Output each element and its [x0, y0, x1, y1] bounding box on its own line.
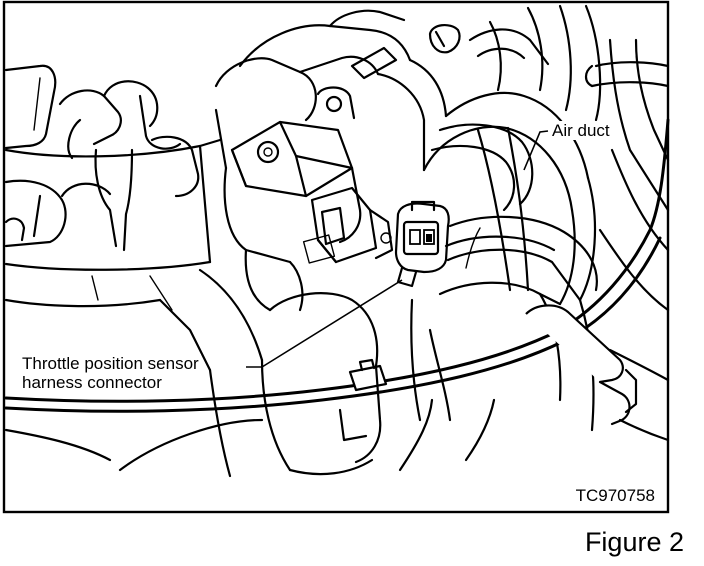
air-duct-leader — [523, 130, 549, 171]
throttle-position-sensor-label: Throttle position sensor harness connect… — [20, 354, 201, 392]
air-duct — [410, 4, 670, 442]
wire-harness — [4, 118, 670, 426]
tps-harness-connector — [394, 200, 450, 288]
throttle-body — [214, 9, 461, 312]
intake-manifold — [4, 292, 496, 478]
ignition-coil-pack — [4, 64, 264, 372]
tps-label-line1: Throttle position sensor — [22, 354, 199, 373]
figure-caption: Figure 2 — [584, 527, 684, 557]
callout-leaders — [246, 130, 549, 368]
tps-connector-leader — [246, 279, 403, 368]
air-duct-label: Air duct — [550, 121, 612, 140]
tps-label-line2: harness connector — [22, 373, 162, 392]
image-reference-code: TC970758 — [572, 486, 658, 505]
figure-frame — [2, 0, 670, 514]
